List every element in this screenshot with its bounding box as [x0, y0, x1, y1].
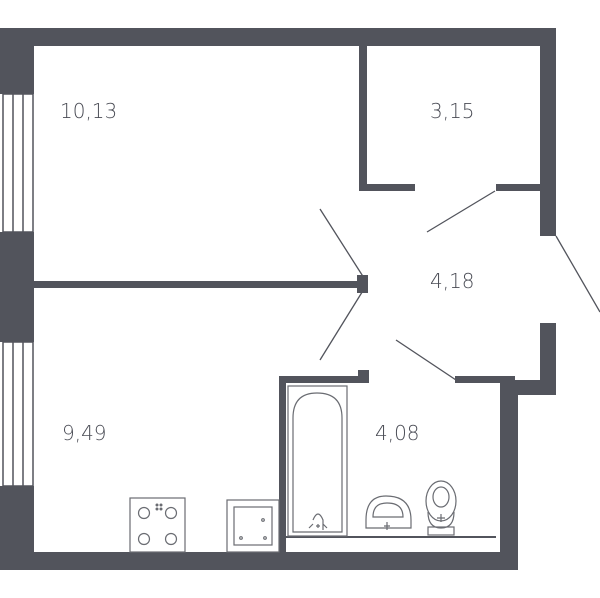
wall-bathroom-top-left [279, 376, 369, 383]
room-area-hall: 4,18 [430, 269, 475, 293]
door-swings [319, 190, 600, 381]
sink-icon [226, 499, 280, 553]
washbasin-icon [365, 495, 412, 530]
wall-bathroom-top-right [455, 376, 515, 383]
door-kitchen [319, 288, 365, 361]
window-bedroom [2, 93, 34, 233]
wall-storage-left [359, 44, 367, 190]
wall-bottom [0, 552, 518, 570]
wall-right-upper [540, 28, 556, 236]
bathtub-icon [287, 385, 348, 537]
wall-storage-bottom-left [359, 184, 415, 191]
windows [2, 93, 34, 487]
room-area-bathroom: 4,08 [375, 421, 420, 445]
wall-bathroom-stub [358, 370, 369, 383]
wall-left-upper [0, 28, 18, 94]
wall-bathroom-left [279, 376, 286, 554]
wall-storage-bottom-right [496, 184, 544, 191]
door-bathroom [395, 339, 457, 381]
room-area-bedroom: 10,13 [60, 99, 117, 123]
wall-bathroom-right [500, 380, 518, 570]
wall-partition-end [357, 275, 368, 293]
wall-top [0, 28, 556, 46]
room-area-storage: 3,15 [430, 99, 475, 123]
walls [0, 28, 556, 570]
window-kitchen [2, 341, 34, 487]
door-bedroom [319, 208, 365, 279]
toilet-icon [425, 480, 457, 536]
bathroom-threshold [286, 536, 496, 538]
door-entrance [555, 235, 600, 313]
room-area-kitchen: 9,49 [62, 421, 107, 445]
stove-icon [129, 497, 186, 553]
room-labels: 10,13 3,15 4,18 9,49 4,08 [60, 99, 475, 445]
door-storage [426, 190, 496, 233]
wall-right-lower [540, 323, 556, 395]
wall-bedroom-kitchen [34, 281, 364, 288]
wall-left-inner-top [18, 28, 34, 94]
wall-left-middle [0, 232, 34, 342]
